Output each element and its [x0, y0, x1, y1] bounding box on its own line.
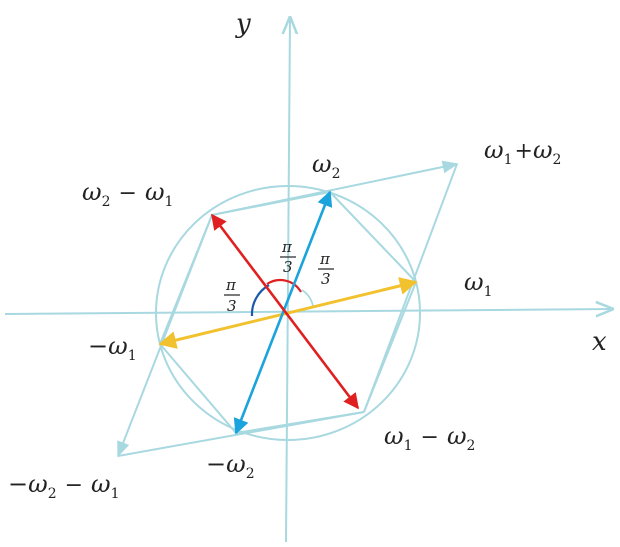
svg-text:π: π	[225, 276, 237, 294]
angle-label-top: π 3	[280, 238, 296, 276]
angle-label-left: π 3	[224, 276, 240, 315]
label-w1: ω1	[464, 268, 493, 300]
svg-text:3: 3	[227, 297, 237, 315]
label-neg-w1: −ω1	[88, 332, 137, 364]
svg-text:3: 3	[283, 258, 293, 276]
svg-text:π: π	[319, 250, 331, 268]
hex-edge-2	[159, 343, 237, 434]
label-w1-minus-w2: ω1−ω2	[384, 422, 475, 454]
y-axis-label: y	[235, 9, 251, 39]
hex-edge-3	[235, 411, 365, 434]
hex-edge-1	[159, 214, 213, 345]
label-w2-minus-w1: ω2−ω1	[82, 178, 173, 210]
label-neg-w2: −ω2	[206, 450, 255, 482]
hex-edge-5	[329, 191, 417, 283]
vector-w1-minus-w2	[210, 213, 360, 410]
angle-arc-right	[301, 289, 314, 307]
svg-text:3: 3	[321, 270, 331, 288]
angle-label-right: π 3	[318, 250, 334, 288]
x-axis	[4, 309, 612, 314]
label-w1-plus-w2: ω1+ω2	[484, 136, 561, 168]
label-neg-w2-minus-w1: −ω2−ω1	[8, 470, 120, 502]
hex-edge-6	[211, 191, 331, 216]
svg-text:π: π	[281, 238, 293, 256]
x-axis-label: x	[592, 327, 607, 357]
label-w2: ω2	[312, 150, 341, 182]
unit-circle	[155, 185, 421, 441]
